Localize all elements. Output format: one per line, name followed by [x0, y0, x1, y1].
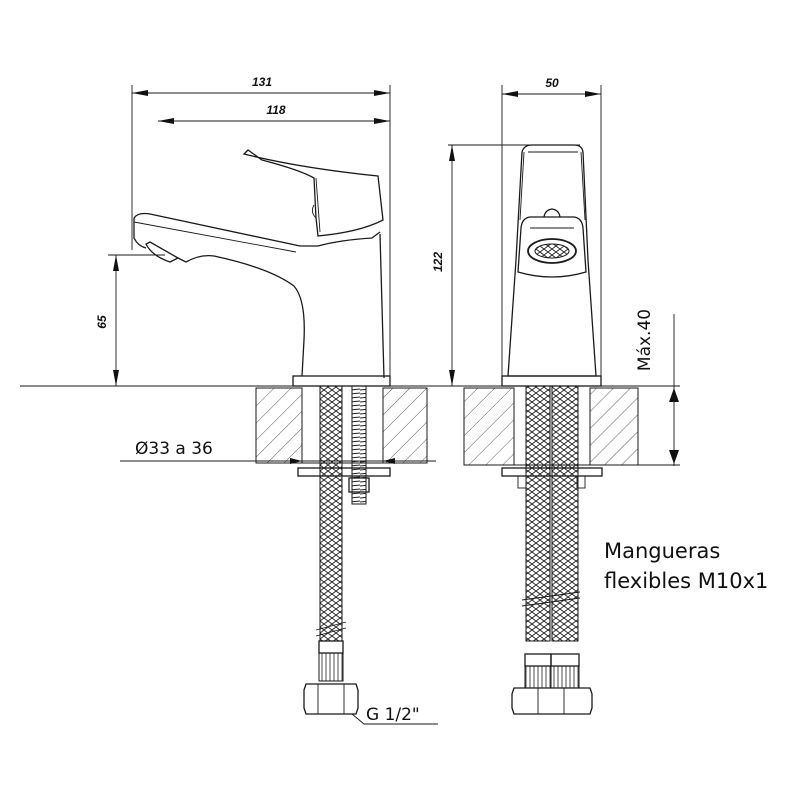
flexible-hoses-front — [511, 385, 593, 715]
connection-thread-label: G 1/2" — [366, 705, 420, 725]
connection-callout: G 1/2" — [351, 705, 438, 725]
side-view: 131 118 — [20, 75, 438, 725]
hoses-note-line1: Mangueras — [604, 539, 720, 563]
hole-diameter-label: Ø33 a 36 — [135, 439, 213, 459]
dim-118-label: 118 — [266, 103, 285, 117]
hoses-note: Mangueras flexibles M10x1 — [604, 539, 768, 593]
flexible-hose-side — [303, 385, 359, 715]
dimension-max-thickness: Máx.40 — [635, 309, 679, 466]
dimension-hole-diameter: Ø33 a 36 — [120, 439, 436, 464]
dim-65-label: 65 — [95, 315, 109, 329]
dim-122-label: 122 — [431, 252, 445, 272]
dimension-spout-height: 65 — [95, 254, 165, 386]
countertop-section-side — [255, 387, 428, 464]
dimension-spout-reach: 118 — [158, 103, 390, 124]
dimension-front-height: 122 — [431, 144, 580, 386]
max-thickness-label: Máx.40 — [635, 309, 655, 371]
dimension-front-width: 50 — [501, 76, 602, 386]
faucet-front-body — [501, 144, 602, 387]
faucet-side-body — [133, 149, 391, 387]
threaded-rod-side — [348, 385, 370, 505]
dimension-overall-width: 131 — [131, 75, 391, 385]
dim-131-label: 131 — [252, 75, 272, 89]
front-view: 50 122 — [431, 76, 680, 715]
hoses-note-line2: flexibles M10x1 — [604, 569, 768, 593]
dim-50-label: 50 — [545, 76, 559, 90]
mounting-washer-side — [297, 467, 391, 477]
